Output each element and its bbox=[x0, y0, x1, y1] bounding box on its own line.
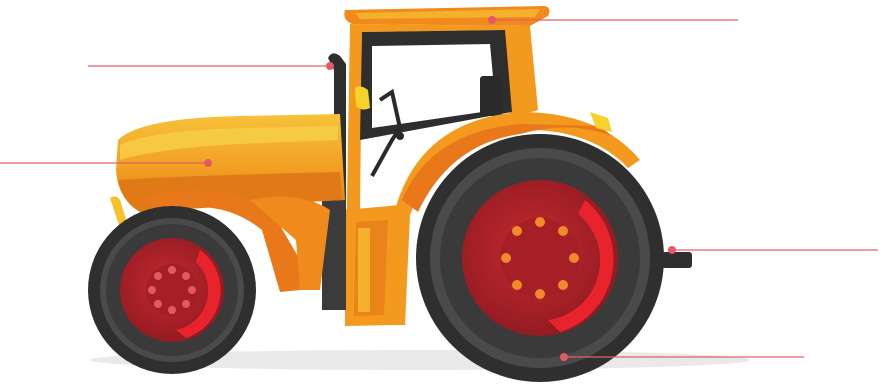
callout-rear-hitch bbox=[668, 246, 878, 254]
cab-light bbox=[355, 86, 370, 109]
front-wheel bbox=[88, 206, 256, 374]
callout-exhaust bbox=[88, 62, 334, 70]
rear-wheel bbox=[416, 134, 664, 382]
seat bbox=[480, 76, 502, 116]
rear-hitch bbox=[662, 252, 692, 268]
